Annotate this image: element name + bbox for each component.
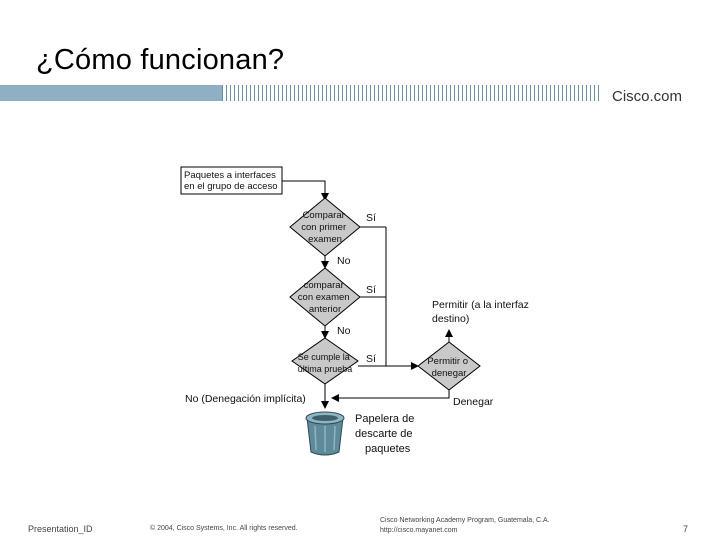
- deny-label: Denegar: [453, 396, 494, 408]
- footer-academy-line1: Cisco Networking Academy Program, Guatem…: [380, 517, 550, 524]
- decision1-text: Comparar con primer examen: [301, 210, 349, 245]
- decision3-text: Se cumple la última prueba: [298, 352, 353, 374]
- decision2-yes-label: Sí: [366, 284, 376, 296]
- implicit-deny-label: No (Denegación implícita): [185, 393, 306, 405]
- decision1-no-label: No: [337, 255, 351, 267]
- start-box: [180, 166, 283, 195]
- footer-presentation-id: Presentation_ID: [28, 524, 93, 534]
- header-band: [0, 85, 720, 101]
- permit-deny-text: Permitir o denegar: [427, 356, 470, 379]
- arrow-start-to-decision1: [282, 180, 329, 201]
- header-band-solid: [0, 85, 222, 101]
- trash-bin-icon: [305, 411, 345, 456]
- slide-title: ¿Cómo funcionan?: [36, 44, 285, 76]
- header-band-stripes: [222, 85, 602, 101]
- footer-page-number: 7: [683, 524, 689, 534]
- start-box-text: Paquetes a interfaces en el grupo de acc…: [184, 170, 279, 192]
- bin-label: Papelera de descarte de paquetes: [355, 413, 417, 455]
- footer-academy-line2: http://cisco.mayanet.com: [380, 527, 458, 534]
- decision2-text: comparar con examen anterior: [298, 280, 352, 315]
- arrow-deny-to-bin: [331, 390, 450, 402]
- decision3-yes-label: Sí: [366, 353, 376, 365]
- decision1-yes-label: Sí: [366, 212, 376, 224]
- decision2-no-label: No: [337, 325, 351, 337]
- cisco-logo: Cisco.com: [612, 88, 683, 105]
- footer-copyright: © 2004, Cisco Systems, Inc. All rights r…: [150, 525, 298, 532]
- permit-label: Permitir (a la interfaz destino): [432, 299, 532, 325]
